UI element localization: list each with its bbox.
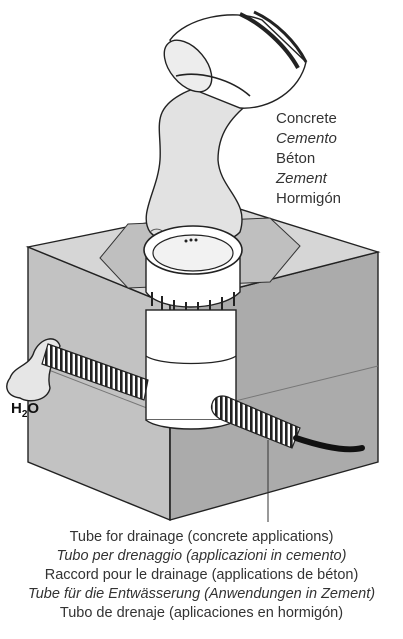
- drainage-tube-left: [41, 343, 149, 401]
- concrete-label-es: Hormigón: [276, 190, 342, 207]
- bucket: [163, 10, 308, 109]
- concrete-label-fr: Béton: [276, 150, 316, 167]
- concrete-label-it: Cemento: [276, 130, 337, 147]
- caption-line-de: Tube für die Entwässerung (Anwendungen i…: [27, 586, 376, 602]
- caption-line-en: Tube for drainage (concrete applications…: [69, 529, 334, 545]
- concrete-label-de: Zement: [276, 170, 327, 187]
- concrete-label: Concrete Cemento Béton Zement Hormigón: [276, 109, 341, 209]
- caption-line-it: Tubo per drenaggio (applicazioni in ceme…: [56, 548, 347, 564]
- drainage-tube-right: [210, 395, 365, 453]
- caption-line-es: Tubo de drenaje (aplicaciones en hormigó…: [59, 605, 344, 621]
- concrete-label-en: Concrete: [276, 110, 337, 127]
- drain-hose: [293, 435, 365, 453]
- drain-fitting: [143, 225, 243, 430]
- fitting-opening: [152, 234, 234, 272]
- water-label: H2O: [11, 400, 40, 420]
- drainage-caption: Tube for drainage (concrete applications…: [0, 528, 403, 623]
- caption-line-fr: Raccord pour le drainage (applications d…: [44, 567, 359, 583]
